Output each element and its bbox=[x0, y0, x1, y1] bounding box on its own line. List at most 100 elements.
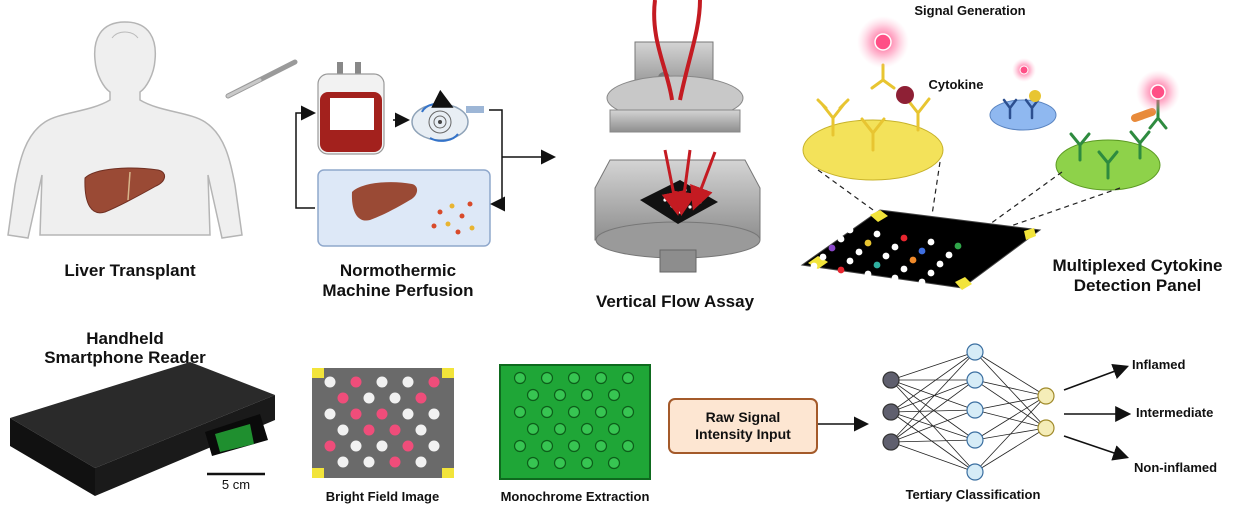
chip-spots bbox=[810, 226, 962, 286]
input-node bbox=[882, 433, 900, 451]
monochrome-spot bbox=[553, 388, 567, 402]
monochrome-spot bbox=[594, 371, 608, 385]
cartridge-icon bbox=[594, 0, 761, 273]
monochrome-spot bbox=[607, 388, 621, 402]
chip-spot bbox=[882, 252, 890, 260]
monochrome-spot bbox=[621, 371, 635, 385]
bright-field-spot bbox=[337, 424, 349, 436]
monochrome-spot bbox=[594, 405, 608, 419]
monochrome-spot bbox=[540, 371, 554, 385]
network-edge bbox=[974, 409, 1047, 429]
bright-field-spot bbox=[376, 440, 388, 452]
monochrome-spot bbox=[607, 456, 621, 470]
bright-field-spot bbox=[389, 424, 401, 436]
scale-label: 5 cm bbox=[221, 477, 251, 492]
output-node bbox=[1037, 419, 1055, 437]
blue-well bbox=[989, 99, 1057, 131]
network-edge bbox=[974, 395, 1047, 411]
hidden-node bbox=[966, 401, 984, 419]
bright-field-spot bbox=[415, 456, 427, 468]
monochrome-spot bbox=[553, 456, 567, 470]
network-edge bbox=[890, 409, 976, 443]
chip-spot bbox=[909, 256, 917, 264]
monochrome-spot bbox=[567, 439, 581, 453]
network-edge bbox=[890, 351, 976, 413]
chip-spot bbox=[819, 253, 827, 261]
nmp-label-line1: Normothermic bbox=[339, 261, 457, 280]
perfusion-chamber bbox=[317, 169, 491, 247]
smartphone-reader-icon bbox=[10, 362, 275, 496]
chip-spot bbox=[864, 239, 872, 247]
chip-spot bbox=[900, 234, 908, 242]
network-edge bbox=[890, 379, 976, 413]
arrow-inflamed bbox=[1063, 363, 1130, 391]
chip-spot bbox=[891, 243, 899, 251]
input-node bbox=[882, 371, 900, 389]
monochrome-label: Monochrome Extraction bbox=[500, 489, 650, 504]
bright-field-spot bbox=[363, 392, 375, 404]
monochrome-spot bbox=[567, 405, 581, 419]
monochrome-spot bbox=[621, 439, 635, 453]
chip-spot bbox=[945, 251, 953, 259]
monochrome-spot bbox=[526, 456, 540, 470]
chip-spot bbox=[927, 269, 935, 277]
chip-spot bbox=[873, 261, 881, 269]
monochrome-spot bbox=[580, 388, 594, 402]
monochrome-spot bbox=[621, 405, 635, 419]
network-edges bbox=[890, 351, 1047, 473]
hidden-node bbox=[966, 343, 984, 361]
bright-field-label: Bright Field Image bbox=[325, 489, 440, 504]
intermediate-label: Intermediate bbox=[1136, 405, 1214, 420]
bright-field-spot bbox=[402, 408, 414, 420]
hidden-node bbox=[966, 431, 984, 449]
chip-spot bbox=[846, 257, 854, 265]
chip-spot bbox=[918, 247, 926, 255]
bright-field-spot bbox=[376, 376, 388, 388]
bright-field-spot bbox=[389, 456, 401, 468]
network-edge bbox=[974, 395, 1047, 473]
scalpel-icon bbox=[225, 59, 298, 99]
chip-spot bbox=[954, 242, 962, 250]
monochrome-spot bbox=[526, 388, 540, 402]
cytokine-label: Cytokine bbox=[928, 77, 984, 92]
bright-field-spot bbox=[389, 392, 401, 404]
monochrome-spot bbox=[526, 422, 540, 436]
bright-field-spot bbox=[402, 376, 414, 388]
monochrome-spot bbox=[553, 422, 567, 436]
network-edge bbox=[890, 379, 976, 443]
bright-field-spot bbox=[324, 440, 336, 452]
reader-label-line2: Smartphone Reader bbox=[44, 348, 206, 367]
network-edge bbox=[974, 351, 1047, 397]
panel-label-line2: Detection Panel bbox=[1073, 276, 1202, 295]
network-edge bbox=[890, 379, 976, 441]
pump-icon bbox=[411, 89, 484, 142]
monochrome-spot bbox=[580, 422, 594, 436]
network-edge bbox=[890, 351, 976, 381]
neural-network-icon bbox=[882, 343, 1055, 481]
liver-transplant-label: Liver Transplant bbox=[64, 261, 196, 280]
chip-spot bbox=[936, 260, 944, 268]
bright-field-spot bbox=[428, 408, 440, 420]
network-edge bbox=[974, 379, 1047, 397]
bright-field-spots bbox=[324, 376, 440, 468]
network-edge bbox=[890, 351, 976, 443]
monochrome-spot bbox=[594, 439, 608, 453]
network-edge bbox=[890, 439, 976, 443]
bright-field-spot bbox=[337, 392, 349, 404]
bright-field-spot bbox=[415, 392, 427, 404]
network-edge bbox=[890, 411, 976, 473]
bright-field-spot bbox=[428, 376, 440, 388]
liver-icon bbox=[84, 167, 165, 214]
chip-spot bbox=[864, 270, 872, 278]
network-edge bbox=[974, 395, 1047, 441]
bright-field-spot bbox=[415, 424, 427, 436]
arrow-non-inflamed bbox=[1063, 435, 1130, 461]
raw-signal-line1: Raw Signal bbox=[705, 409, 781, 426]
network-edge bbox=[974, 379, 1047, 429]
bright-field-spot bbox=[402, 440, 414, 452]
chip-spot bbox=[918, 278, 926, 286]
bright-field-spot bbox=[363, 424, 375, 436]
